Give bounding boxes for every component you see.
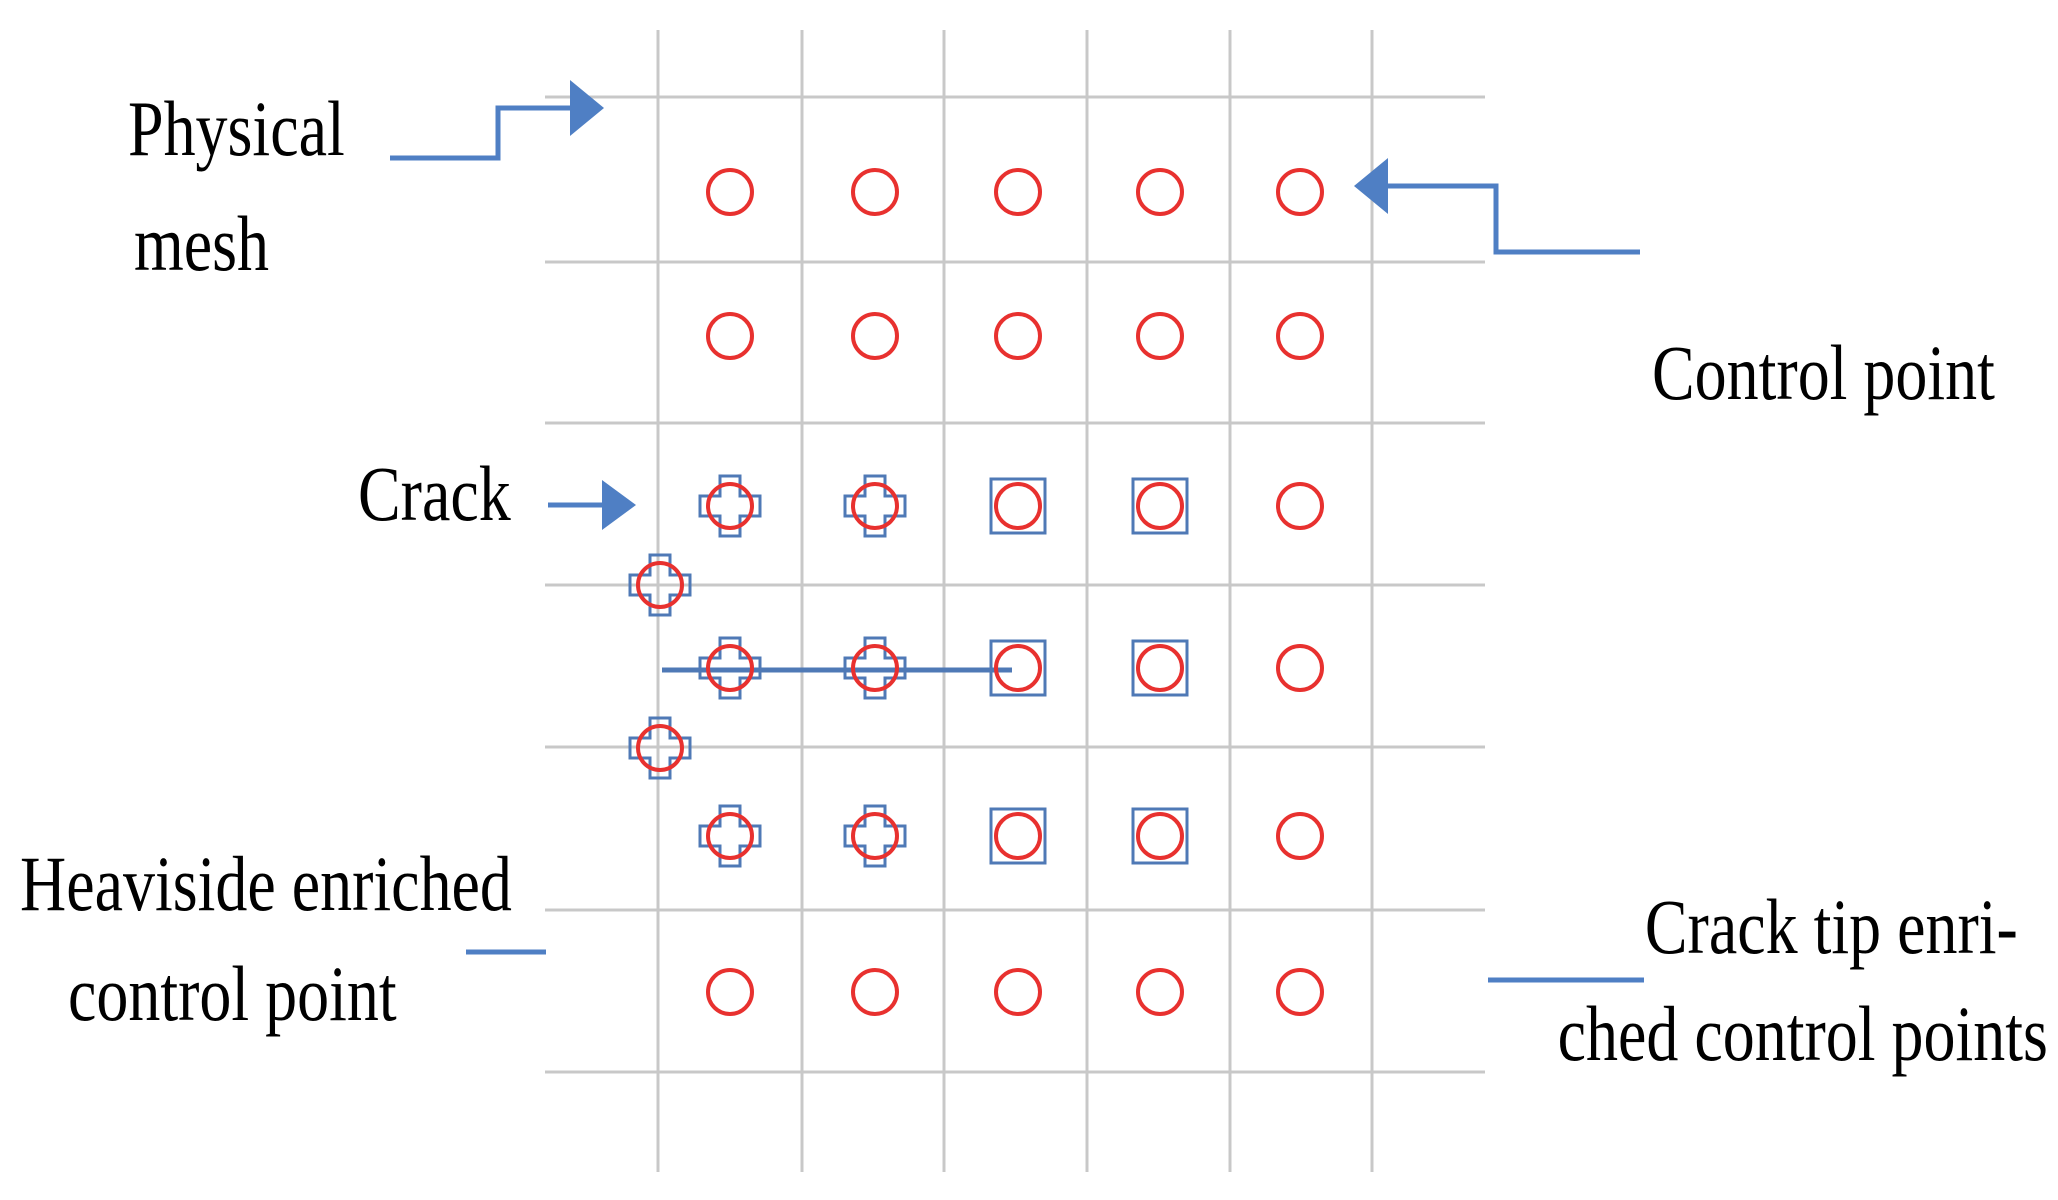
control-point-label: Control point (1652, 329, 1995, 416)
heaviside-label-line1: Heaviside enriched (20, 840, 512, 927)
physical-mesh-label-line2: mesh (134, 200, 270, 287)
annotation-arrows (390, 80, 1644, 983)
control-point (1136, 968, 1184, 1016)
physical-mesh-grid (545, 30, 1485, 1172)
heaviside-enrichment-marker (698, 804, 762, 868)
heaviside-label-line2: control point (68, 950, 397, 1037)
control-point (1276, 968, 1324, 1016)
crack-tip-enrichment-marker (1131, 477, 1189, 535)
crack-tip-enrichment-marker (1131, 807, 1189, 865)
physical-mesh-arrow (390, 105, 570, 161)
physical-mesh-label-line1: Physical (128, 85, 345, 172)
control-point (851, 168, 899, 216)
control-point (1276, 812, 1324, 860)
physical-mesh-arrow-head (570, 80, 604, 136)
control-point (994, 644, 1042, 692)
crack-tip-enrichment-marker (1131, 639, 1189, 697)
crack-tip-enrichment-marker (989, 639, 1047, 697)
heaviside-enrichment-marker (628, 553, 692, 617)
crack-arrow-head (602, 480, 636, 530)
control-point (1276, 168, 1324, 216)
control-point (1136, 312, 1184, 360)
control-point (1276, 482, 1324, 530)
control-point-arrow (1388, 183, 1640, 255)
control-point (636, 561, 684, 609)
control-point (1136, 168, 1184, 216)
control-point (994, 168, 1042, 216)
control-point (1136, 482, 1184, 530)
control-point (851, 812, 899, 860)
control-point (706, 482, 754, 530)
control-point (706, 312, 754, 360)
crack-tip-label-line2: ched control points (1557, 990, 2048, 1077)
control-point (706, 968, 754, 1016)
control-point (706, 168, 754, 216)
control-point (636, 724, 684, 772)
control-point (851, 482, 899, 530)
heaviside-enrichment-marker (843, 636, 907, 700)
control-point (994, 968, 1042, 1016)
control-point (994, 312, 1042, 360)
control-point (1136, 812, 1184, 860)
heaviside-enrichment-marker (843, 474, 907, 538)
control-point (1276, 312, 1324, 360)
control-point (1276, 644, 1324, 692)
crack-tip-label-line1: Crack tip enri- (1645, 883, 2018, 970)
heaviside-enrichment-marker (698, 636, 762, 700)
control-point (851, 312, 899, 360)
control-point-arrow-head (1354, 158, 1388, 214)
heaviside-enrichment-marker (698, 474, 762, 538)
control-point (706, 644, 754, 692)
crack-tip-enrichment-marker (989, 477, 1047, 535)
heaviside-enrichment-marker (843, 804, 907, 868)
crack-tip-enrichment-marker (989, 807, 1047, 865)
control-point (994, 482, 1042, 530)
crack-label: Crack (358, 450, 511, 537)
heaviside-enrichment-marker (628, 716, 692, 780)
control-point (851, 644, 899, 692)
control-points (628, 168, 1324, 1016)
control-point (1136, 644, 1184, 692)
control-point (851, 968, 899, 1016)
control-point (994, 812, 1042, 860)
control-point (706, 812, 754, 860)
